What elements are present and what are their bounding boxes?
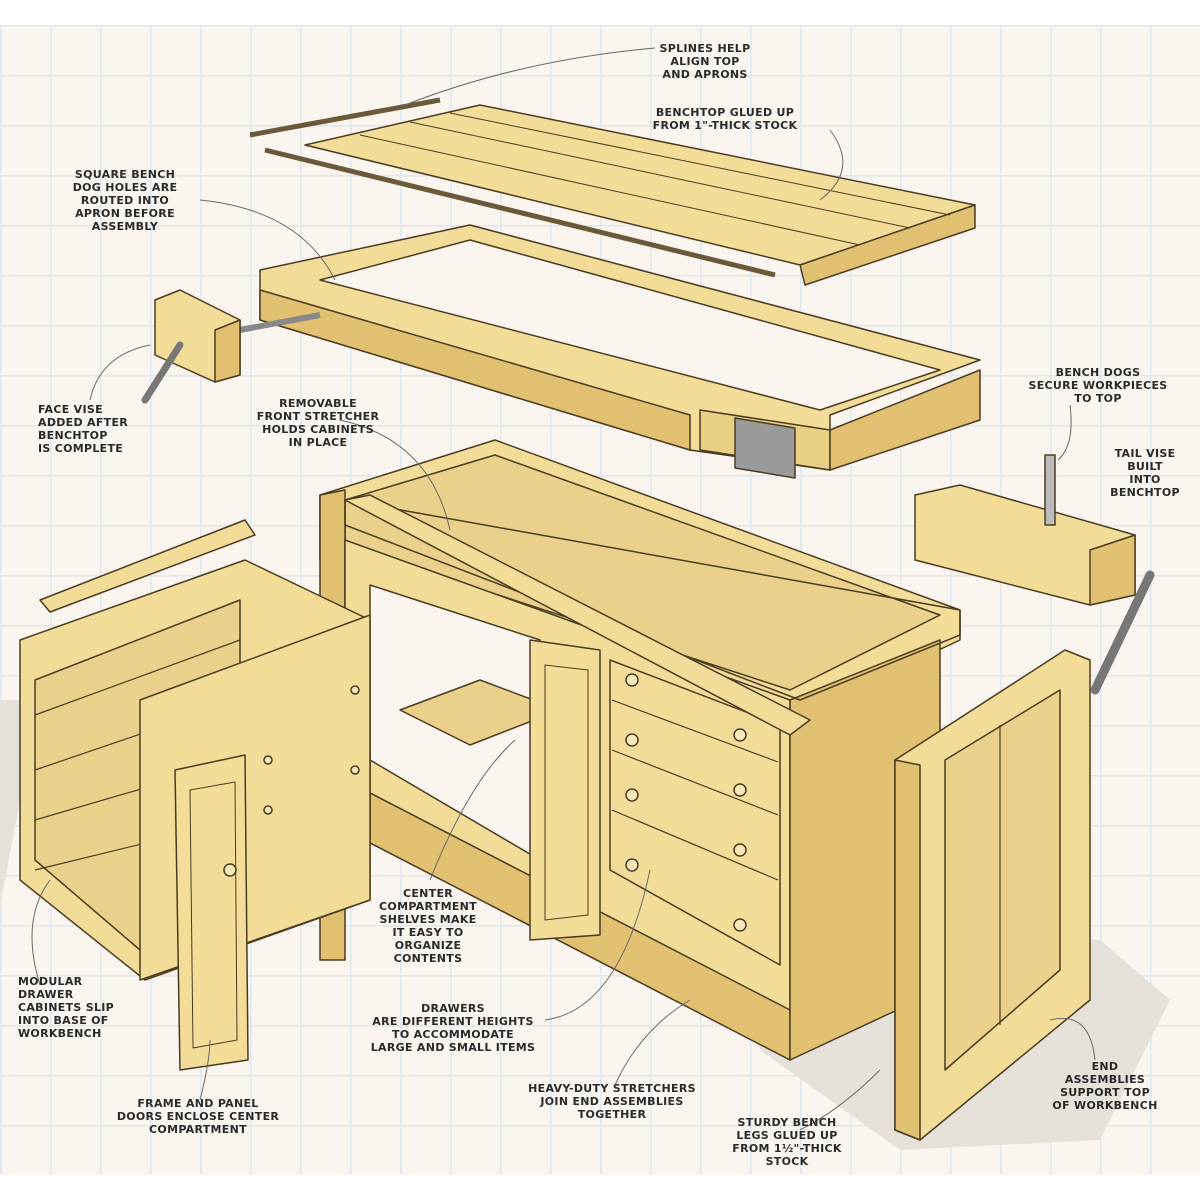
front-stretcher [344,494,811,736]
door-left [174,754,249,1071]
apron-frame [259,224,981,479]
callout-splines: SPLINES HELP ALIGN TOP AND APRONS [659,42,751,81]
tail-vise [914,454,1155,695]
callout-stretchers: HEAVY-DUTY STRETCHERS JOIN END ASSEMBLIE… [528,1082,696,1121]
benchtop [304,104,976,286]
floor-shadow-left [0,700,20,907]
end-assembly [894,649,1091,1141]
callout-tail-vise: TAIL VISE BUILT INTO BENCHTOP [1110,447,1180,499]
callout-center-shelves: CENTER COMPARTMENT SHELVES MAKE IT EASY … [379,887,477,965]
callout-drawer-cabinets: MODULAR DRAWER CABINETS SLIP INTO BASE O… [18,975,115,1040]
top-cleat [39,519,256,613]
tail-vise-plate [734,417,796,479]
spline-bottom [264,147,776,278]
callout-front-stretcher: REMOVABLE FRONT STRETCHER HOLDS CABINETS… [256,397,380,449]
face-vise [141,289,321,404]
callout-dog-holes: SQUARE BENCH DOG HOLES ARE ROUTED INTO A… [72,168,178,233]
callout-bench-dogs: BENCH DOGS SECURE WORKPIECES TO TOP [1028,366,1168,405]
door-right [529,639,601,941]
callout-benchtop: BENCHTOP GLUED UP FROM 1"-THICK STOCK [652,106,798,132]
callout-legs: STURDY BENCH LEGS GLUED UP FROM 1½"-THIC… [732,1116,842,1168]
drawer-cabinet [19,519,371,1071]
callout-drawers: DRAWERS ARE DIFFERENT HEIGHTS TO ACCOMMO… [370,1002,536,1054]
callout-end-assemblies: END ASSEMBLIES SUPPORT TOP OF WORKBENCH [1052,1060,1158,1112]
callout-doors: FRAME AND PANEL DOORS ENCLOSE CENTER COM… [116,1097,280,1136]
base-cabinet [319,439,961,1061]
bench-dog [1044,454,1056,526]
callout-face-vise: FACE VISE ADDED AFTER BENCHTOP IS COMPLE… [38,403,129,455]
drawer-knobs [625,673,747,932]
spline-top [249,97,441,138]
